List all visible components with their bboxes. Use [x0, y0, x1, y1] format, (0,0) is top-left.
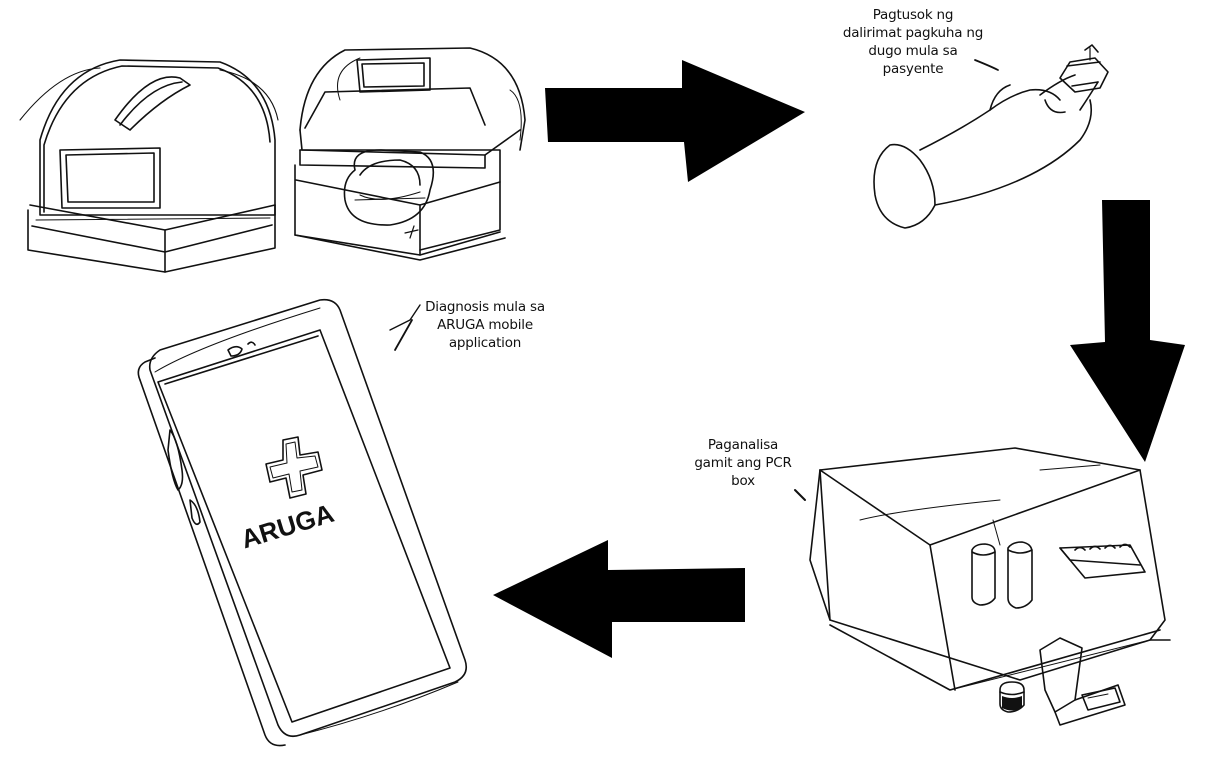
phone-brand-text: ARUGA: [237, 498, 337, 555]
caption-line: pasyente: [838, 60, 988, 78]
caption-line: ARUGA mobile: [420, 316, 550, 334]
caption-line: gamit ang PCR: [688, 454, 798, 472]
arrow-right-to-finger: [545, 60, 805, 182]
arrow-left-to-phone: [493, 540, 745, 658]
caption-line: dugo mula sa: [838, 42, 988, 60]
jar-contents: [1002, 696, 1022, 711]
finger-prick-caption: Pagtusok ng dalirimat pagkuha ng dugo mu…: [838, 6, 988, 78]
caption-line: box: [688, 472, 798, 490]
device-closed-sketch: [20, 60, 278, 272]
caption-line: Paganalisa: [688, 436, 798, 454]
pcr-box-sketch: [795, 448, 1170, 725]
caption-line: Diagnosis mula sa: [420, 298, 550, 316]
caption-line: Pagtusok ng: [838, 6, 988, 24]
caption-line: dalirimat pagkuha ng: [838, 24, 988, 42]
arrow-down-to-pcr: [1070, 200, 1185, 462]
mobile-app-caption: Diagnosis mula sa ARUGA mobile applicati…: [420, 298, 550, 352]
pcr-box-caption: Paganalisa gamit ang PCR box: [688, 436, 798, 490]
device-open-sketch: [295, 48, 525, 260]
caption-line: application: [420, 334, 550, 352]
